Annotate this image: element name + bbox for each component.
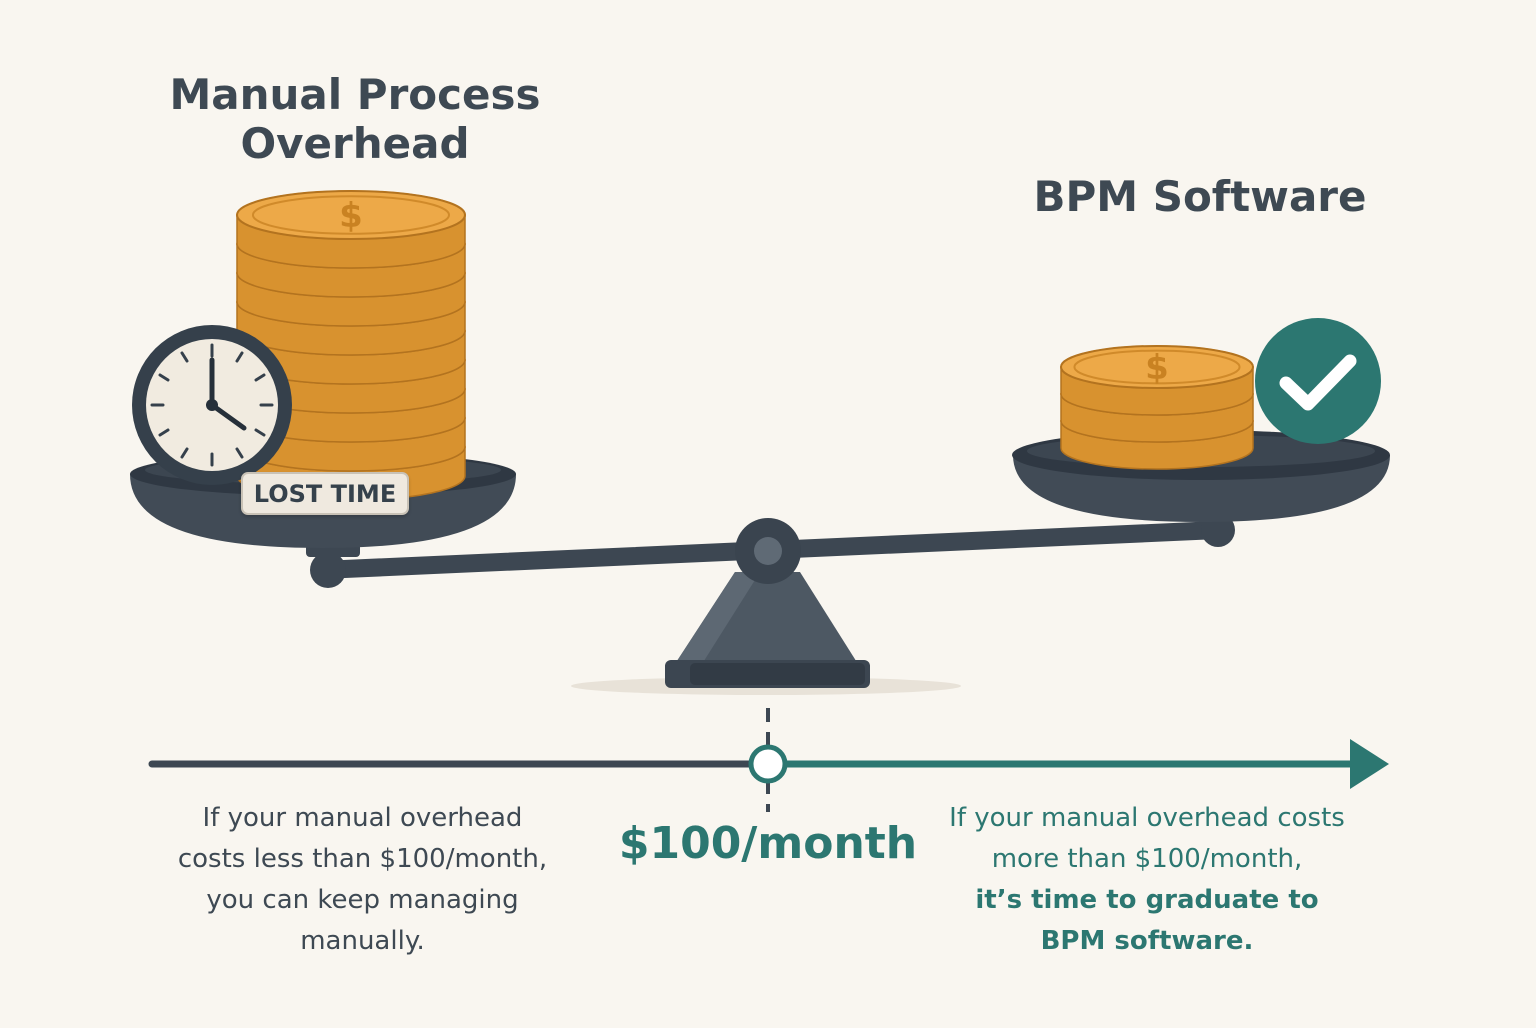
- right-explanation-plain: If your manual overhead costs more than …: [949, 803, 1345, 874]
- dollar-coin-icon: $: [236, 190, 466, 240]
- coin-dollar-sign: $: [1145, 348, 1169, 388]
- threshold-label: $100/month: [618, 818, 918, 869]
- cost-axis: [148, 708, 1389, 812]
- left-explanation: If your manual overhead costs less than …: [177, 803, 548, 956]
- fulcrum: [665, 572, 870, 688]
- pivot-hub: [735, 518, 801, 584]
- lost-time-badge: LOST TIME: [241, 472, 409, 515]
- manual-process-title-line1: Manual Process: [169, 70, 541, 119]
- checkmark-icon: [1255, 318, 1381, 444]
- threshold-marker: [748, 744, 788, 784]
- right-explanation: If your manual overhead costs more than …: [945, 798, 1349, 962]
- clock-icon: [132, 325, 292, 485]
- bpm-software-title: BPM Software: [1033, 172, 1367, 221]
- short-coin-stack: $: [1060, 345, 1254, 470]
- coin-dollar-sign: $: [339, 196, 363, 236]
- right-explanation-emphasis: it’s time to graduate to BPM software.: [975, 885, 1319, 956]
- arrow-right-icon: [1350, 739, 1389, 789]
- manual-process-title-line2: Overhead: [240, 119, 470, 169]
- dollar-coin-icon: $: [1060, 345, 1254, 389]
- tall-coin-stack: $: [236, 190, 466, 501]
